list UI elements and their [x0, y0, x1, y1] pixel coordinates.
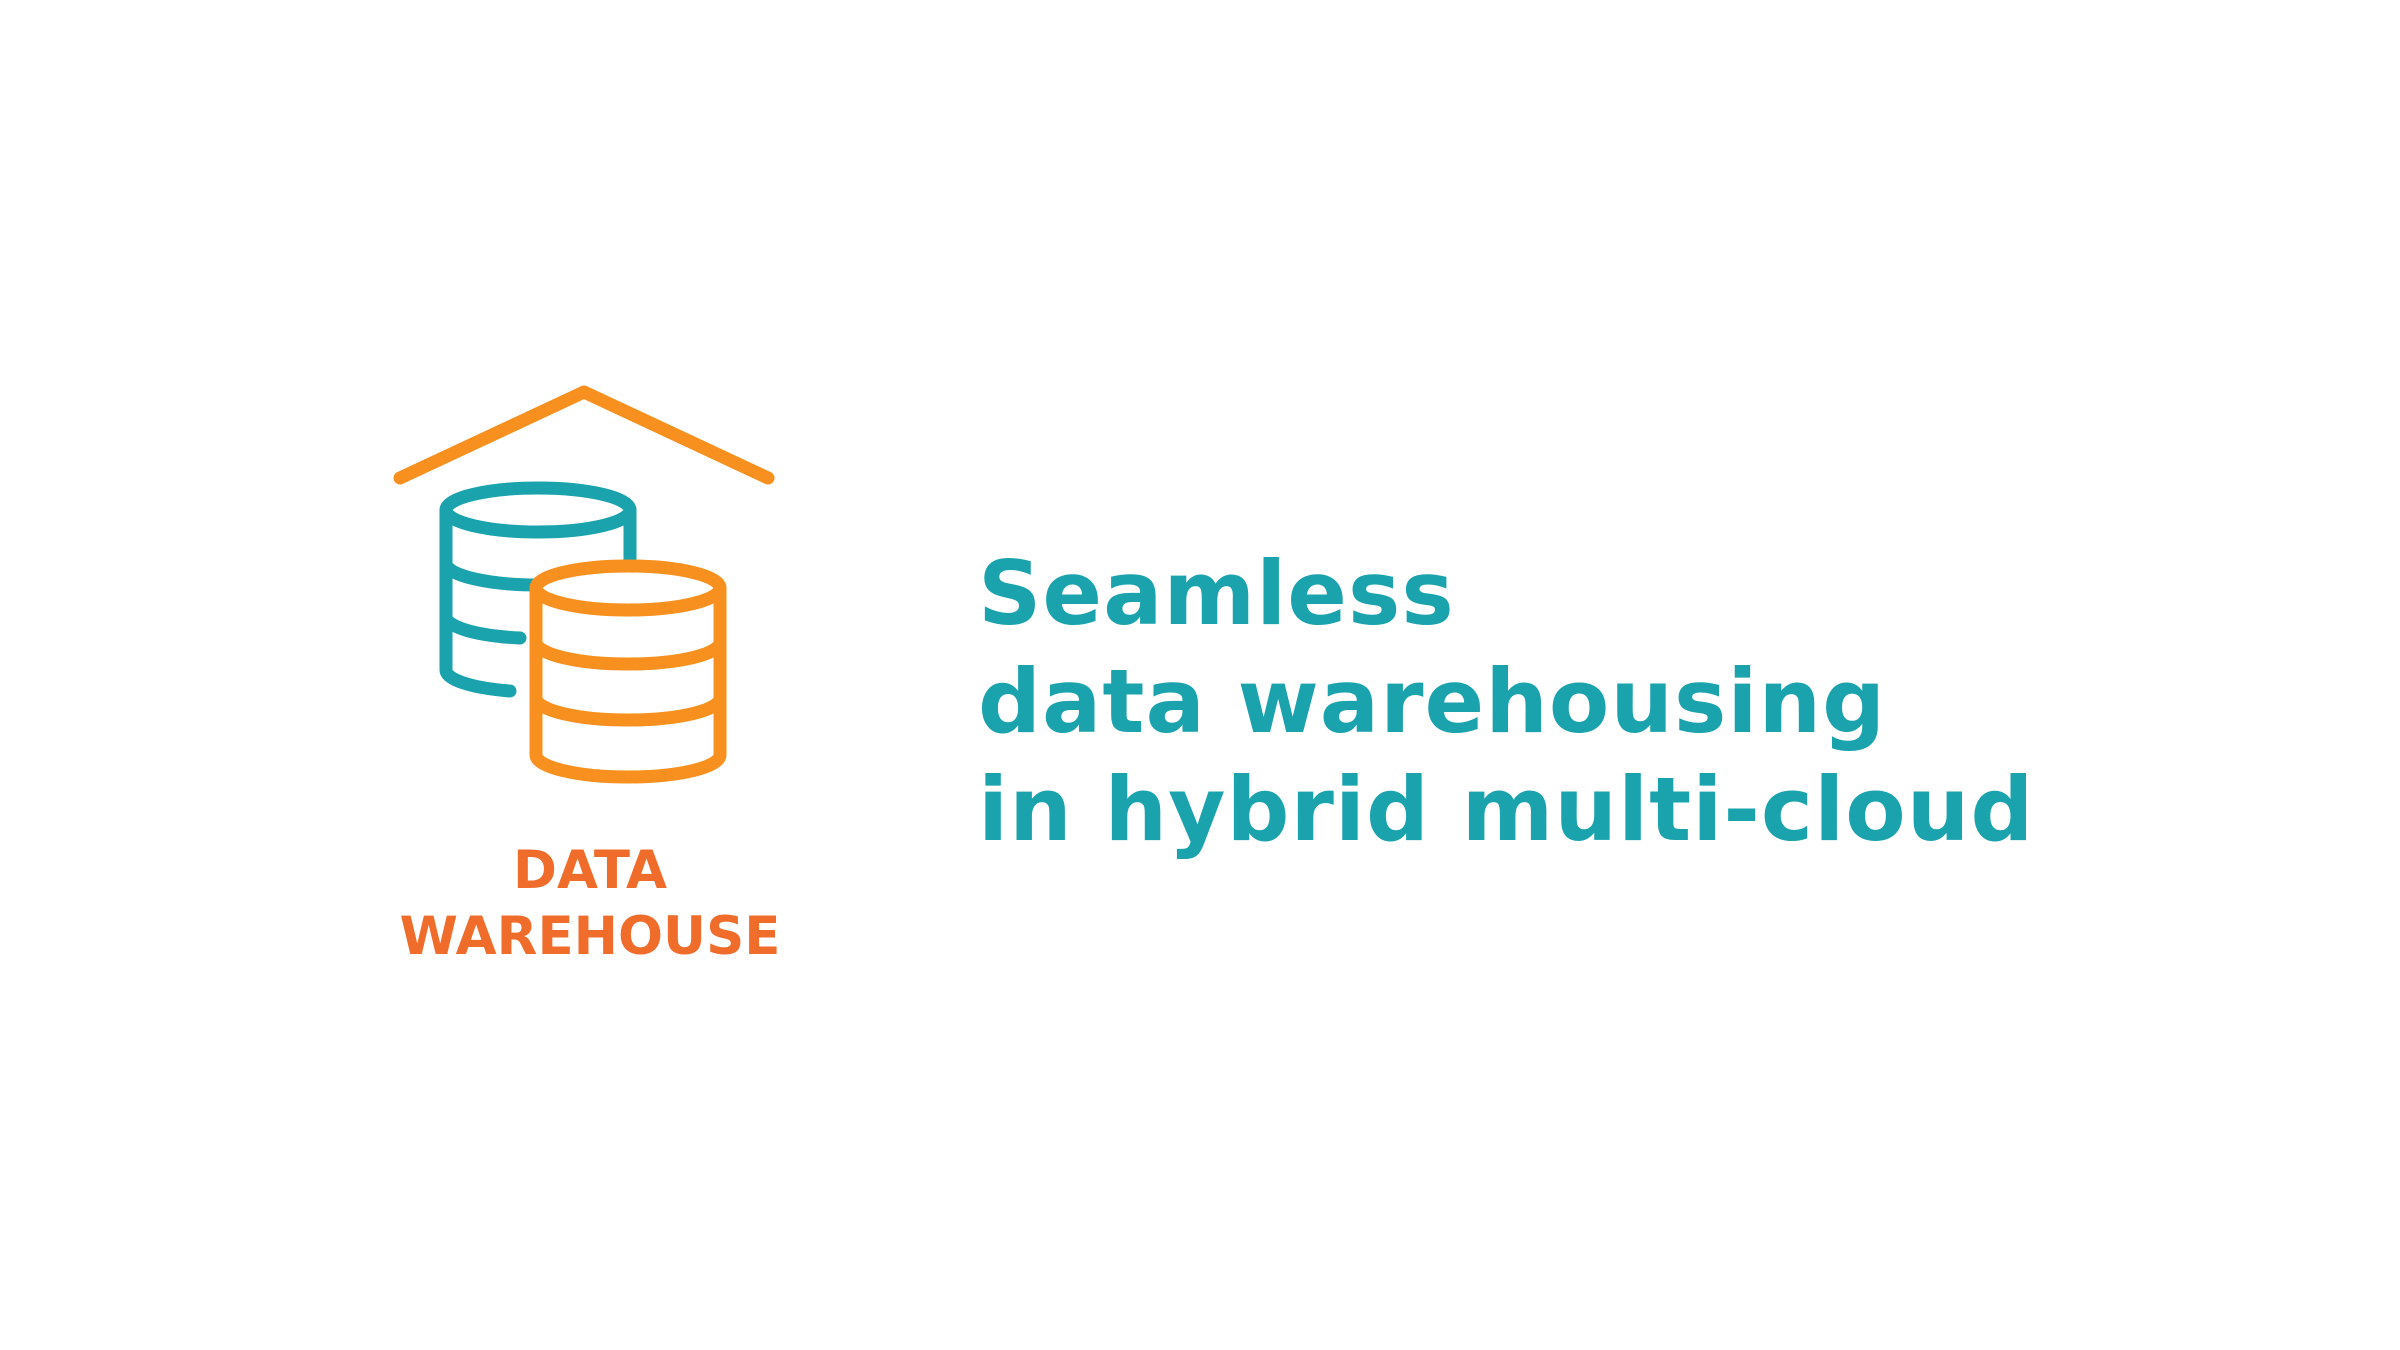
- logo-label: DATA WAREHOUSE: [380, 838, 800, 970]
- roof-icon: [393, 385, 775, 485]
- headline-line-1: Seamless: [978, 542, 1455, 645]
- headline-line-3: in hybrid multi-cloud: [978, 758, 2035, 861]
- teal-database-icon: [439, 481, 637, 698]
- logo-label-line-2: WAREHOUSE: [399, 906, 781, 967]
- logo-label-line-1: DATA: [513, 840, 667, 901]
- orange-database-icon: [529, 559, 727, 784]
- headline: Seamless data warehousing in hybrid mult…: [978, 540, 2278, 864]
- data-warehouse-logo: DATA WAREHOUSE: [380, 380, 800, 980]
- headline-line-2: data warehousing: [978, 650, 1887, 753]
- warehouse-database-icon: [393, 385, 775, 784]
